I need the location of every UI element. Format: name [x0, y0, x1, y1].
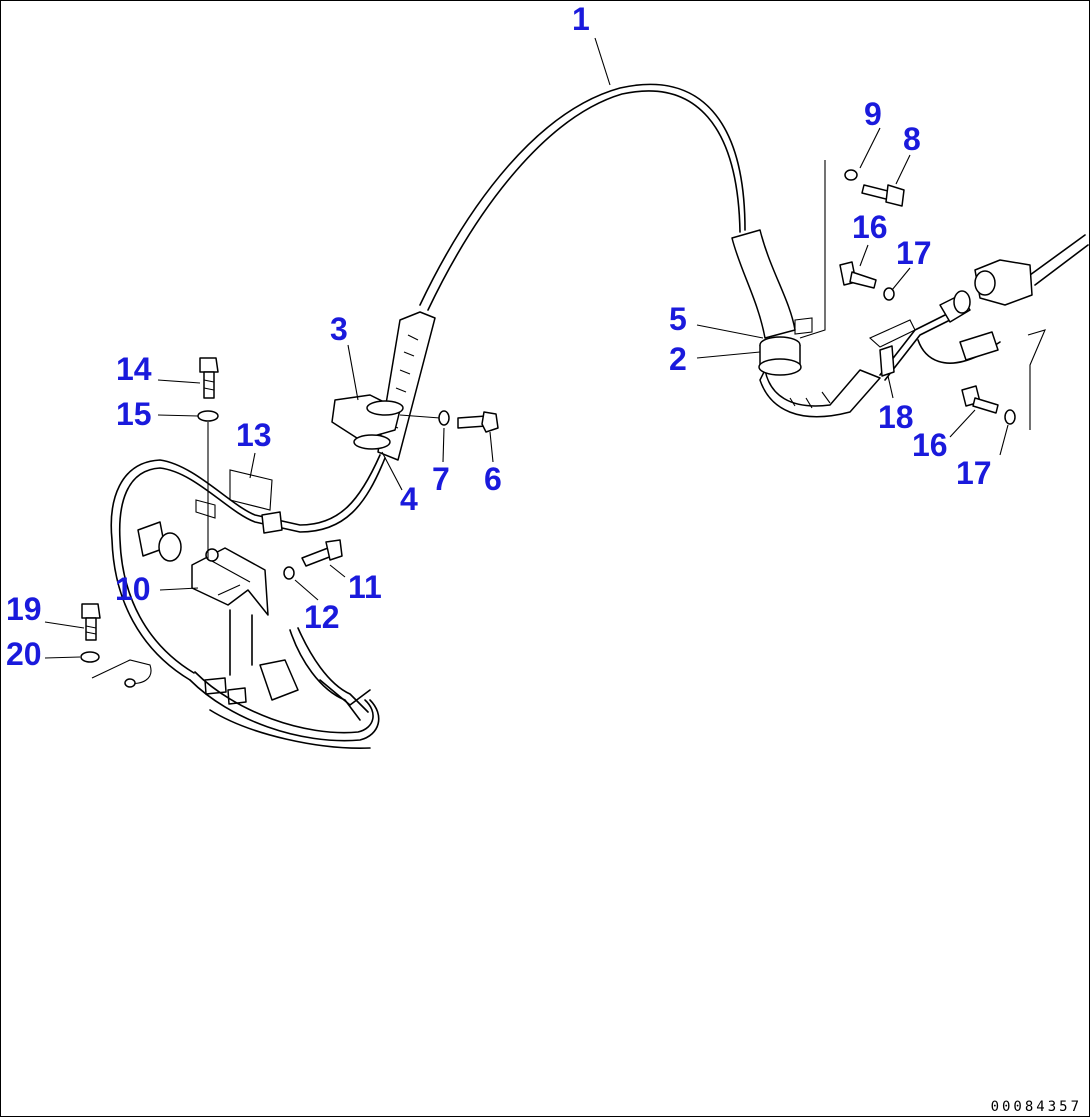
callout-15: 15	[116, 396, 152, 432]
connector-right	[939, 259, 1046, 430]
washer-17-upper	[883, 287, 895, 301]
bolt-11	[301, 539, 343, 567]
callout-16-lower: 16	[912, 427, 948, 463]
callout-17-upper: 17	[896, 235, 932, 271]
callout-13: 13	[236, 417, 272, 453]
callout-8: 8	[903, 121, 921, 157]
callout-3: 3	[330, 311, 348, 347]
tag-13	[229, 469, 273, 511]
callout-19: 19	[6, 591, 42, 627]
callout-17-lower: 17	[956, 455, 992, 491]
washer-15	[197, 410, 219, 422]
callout-10: 10	[115, 571, 151, 607]
callout-1: 1	[572, 1, 590, 37]
callout-12: 12	[304, 599, 340, 635]
bracket-10	[191, 547, 269, 616]
washer-9	[844, 169, 858, 181]
mount-plate	[91, 659, 152, 684]
callout-labels: 1 2 3 4 5 6 7 8 9 10 11 12 13 14 15 16 1…	[6, 1, 992, 672]
callout-9: 9	[864, 96, 882, 132]
washer-7	[438, 410, 450, 426]
callout-7: 7	[432, 461, 450, 497]
bolt-16-upper	[839, 261, 877, 289]
callout-5: 5	[669, 301, 687, 337]
washer-20	[80, 651, 100, 663]
bolt-16-lower	[961, 385, 999, 414]
bolt-8	[861, 184, 905, 207]
ground-harness	[189, 609, 380, 749]
callout-4: 4	[400, 481, 418, 517]
bolt-19	[81, 603, 101, 641]
callout-14: 14	[116, 351, 152, 387]
bracket-18	[869, 319, 916, 377]
connector-left	[137, 511, 299, 705]
callout-6: 6	[484, 461, 502, 497]
washer-12	[283, 566, 295, 580]
bolt-14	[199, 357, 219, 399]
callout-16-upper: 16	[852, 209, 888, 245]
washer-17-lower	[1004, 409, 1016, 425]
clamp-left	[331, 394, 441, 450]
leader-lines	[44, 37, 1009, 659]
callout-2: 2	[669, 341, 687, 377]
drawing-number: 00084357	[990, 1099, 1082, 1115]
callout-18: 18	[878, 399, 914, 435]
callout-20: 20	[6, 636, 42, 672]
callout-11: 11	[348, 569, 382, 605]
clamp-right	[758, 160, 826, 376]
bolt-6	[457, 411, 499, 433]
